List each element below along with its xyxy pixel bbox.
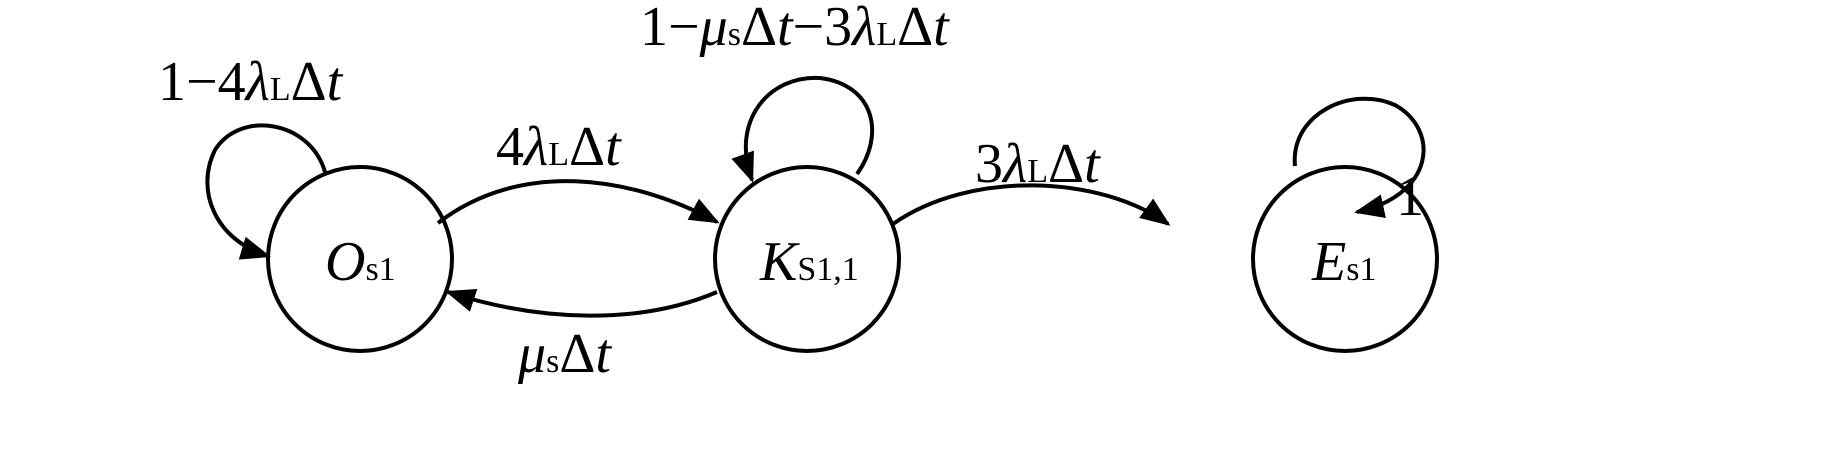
label-k-self-lambda-sub: L	[876, 16, 897, 53]
state-o-main: O	[325, 231, 365, 293]
self-loop-o	[205, 123, 327, 260]
label-o-self: 1−4λLΔt	[158, 51, 344, 113]
state-k-label: KS1,1	[759, 231, 859, 293]
label-k-to-e-t: t	[1084, 133, 1101, 195]
label-k-self-t1: t	[777, 0, 794, 58]
label-k-to-o-t: t	[595, 323, 612, 385]
state-e-circle	[1251, 165, 1439, 353]
edge-k-to-e	[891, 183, 1171, 226]
label-o-self-prefix: 1−4	[158, 51, 246, 113]
label-k-self-p3: −3	[793, 0, 853, 58]
edge-o-to-k	[436, 179, 720, 225]
label-o-to-k-lambda-sub: L	[548, 136, 569, 173]
label-k-self-delta2: Δ	[897, 0, 933, 58]
state-k-main: K	[759, 231, 800, 293]
label-e-self: 1	[1396, 166, 1424, 228]
label-o-to-k-prefix: 4	[496, 116, 524, 178]
label-o-self-t: t	[327, 51, 344, 113]
label-k-to-e: 3λLΔt	[975, 133, 1101, 195]
self-loop-e	[1292, 96, 1426, 218]
self-loop-k	[731, 75, 875, 183]
label-k-self-p1: 1−	[640, 0, 700, 58]
label-k-to-e-lambda: λ	[1001, 133, 1027, 195]
state-e-main: E	[1311, 231, 1346, 293]
label-k-self-mu-sub: s	[728, 16, 741, 53]
label-k-to-o-mu-sub: s	[546, 343, 559, 380]
label-k-to-e-delta: Δ	[1048, 133, 1084, 195]
label-k-self-delta1: Δ	[741, 0, 777, 58]
label-k-to-e-lambda-sub: L	[1027, 153, 1048, 190]
label-k-to-o: μsΔt	[517, 323, 612, 385]
label-k-to-e-prefix: 3	[975, 133, 1003, 195]
label-o-to-k: 4λLΔt	[496, 116, 622, 178]
label-o-self-delta: Δ	[291, 51, 327, 113]
state-o-label: Os1	[325, 231, 396, 293]
label-k-self-mu: μ	[699, 0, 728, 58]
label-o-to-k-t: t	[605, 116, 622, 178]
state-e-label: Es1	[1311, 231, 1376, 293]
label-k-to-o-mu: μ	[517, 323, 546, 385]
label-o-to-k-delta: Δ	[569, 116, 605, 178]
label-o-self-lambda-sub: L	[270, 71, 291, 108]
label-o-to-k-lambda: λ	[522, 116, 548, 178]
label-k-to-o-delta: Δ	[559, 323, 595, 385]
label-k-self-t2: t	[933, 0, 950, 58]
state-o-sub: s1	[365, 251, 395, 288]
label-k-self: 1−μsΔt−3λLΔt	[640, 0, 950, 58]
label-o-self-lambda: λ	[244, 51, 270, 113]
label-k-self-lambda: λ	[850, 0, 876, 58]
edge-k-to-o	[445, 288, 718, 318]
state-k-sub: S1,1	[797, 251, 858, 288]
state-k-circle	[713, 165, 901, 353]
state-e-sub: s1	[1346, 251, 1376, 288]
